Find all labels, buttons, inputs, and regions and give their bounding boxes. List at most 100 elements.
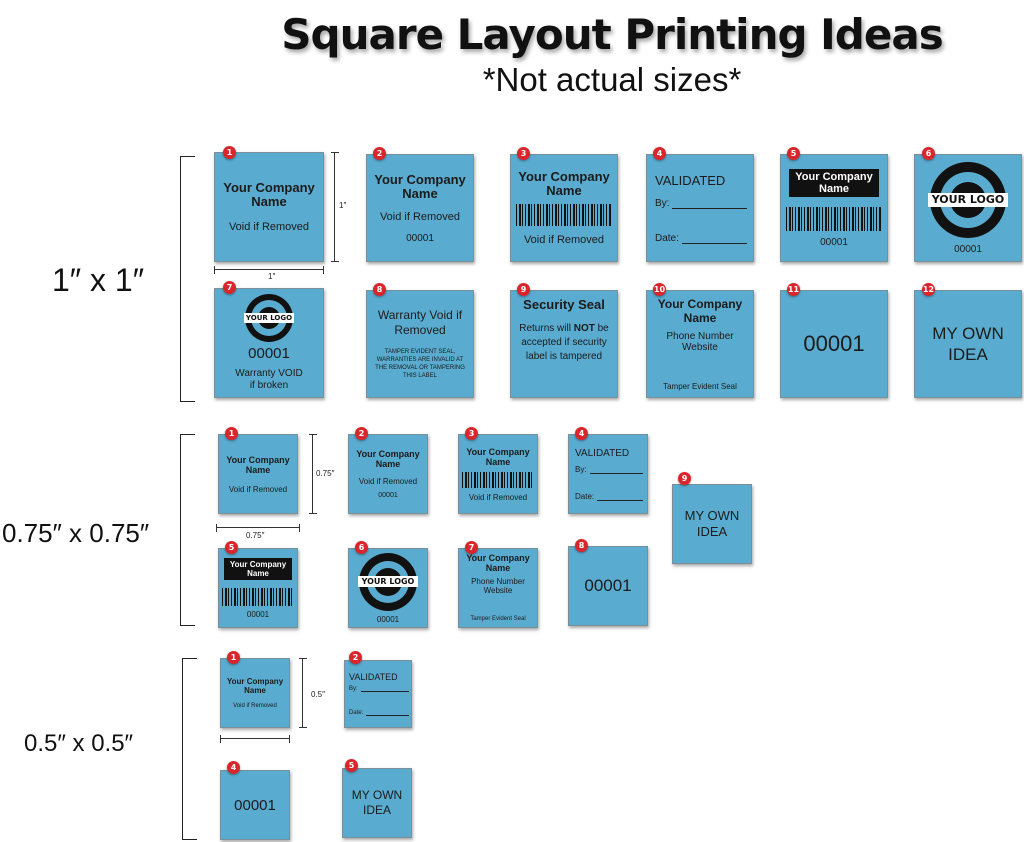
dimension-text: 0.75″	[316, 469, 335, 478]
fine-print: TAMPER EVIDENT SEAL, WARRANTIES ARE INVA…	[375, 349, 465, 379]
dimension-line-vertical	[331, 152, 339, 262]
page-subtitle: *Not actual sizes*	[482, 61, 742, 98]
section-bracket-05	[182, 658, 197, 840]
serial-number: 00001	[248, 345, 290, 362]
barcode	[516, 204, 612, 226]
serial-number: 00001	[954, 243, 982, 255]
number-badge: 7	[223, 281, 236, 294]
label-05-1: Your Company Name Void if Removed	[220, 658, 290, 728]
label-1in-3: Your Company Name Void if Removed	[510, 154, 618, 262]
by-field: By:	[655, 198, 747, 209]
label-1in-11: 00001	[780, 290, 888, 398]
date-label: Date:	[655, 232, 679, 244]
serial-number: 00001	[584, 576, 632, 595]
security-seal-title: Security Seal	[523, 297, 605, 312]
number-badge: 2	[355, 427, 368, 440]
date-label: Date:	[349, 710, 364, 716]
date-label: Date:	[575, 491, 595, 501]
tamper-text: Tamper Evident Seal	[470, 616, 526, 622]
own-idea-text: MY OWN IDEA	[351, 788, 403, 817]
company-name: Your Company Name	[374, 171, 466, 201]
void-text: Void if Removed	[379, 210, 461, 223]
dimension-line-vertical	[309, 434, 317, 514]
date-field: Date:	[349, 710, 409, 716]
dimension-text: 1″	[268, 272, 276, 281]
section-label-075: 0.75″ x 0.75″	[2, 518, 150, 548]
number-badge: 5	[225, 541, 238, 554]
label-1in-8: Warranty Void if Removed TAMPER EVIDENT …	[366, 290, 474, 398]
number-badge: 2	[349, 651, 362, 664]
by-label: By:	[575, 464, 587, 474]
phone-text: Phone Number	[666, 331, 734, 342]
serial-number: 00001	[406, 232, 434, 244]
company-name: Your Company Name	[518, 169, 610, 198]
dimension-line-horizontal	[216, 524, 300, 532]
number-badge: 9	[678, 472, 691, 485]
number-badge: 1	[225, 427, 238, 440]
number-badge: 11	[787, 283, 800, 296]
date-line	[681, 242, 747, 244]
date-line	[366, 715, 409, 716]
your-logo-icon: YOUR LOGO	[358, 552, 418, 611]
number-badge: 3	[517, 147, 530, 160]
by-line	[672, 207, 747, 209]
company-name: Your Company Name	[226, 677, 284, 695]
number-badge: 1	[227, 651, 240, 664]
by-field: By:	[575, 465, 643, 474]
section-bracket-1x1	[180, 156, 195, 402]
own-idea-text: MY OWN IDEA	[932, 324, 1004, 364]
serial-number: 00001	[378, 492, 398, 499]
label-1in-9: Security Seal Returns will NOT be accept…	[510, 290, 618, 398]
label-05-2: VALIDATED By: Date:	[344, 660, 412, 728]
label-075-7: Your Company Name Phone Number Website T…	[458, 548, 538, 628]
returns-text-2: be accepted if security label is tampere…	[521, 323, 609, 362]
label-1in-1: Your Company Name Void if Removed	[214, 152, 324, 262]
label-1in-4: VALIDATED By: Date:	[646, 154, 754, 262]
serial-number: 00001	[234, 796, 276, 814]
date-line	[597, 499, 643, 501]
section-label-1x1: 1″ x 1″	[52, 262, 145, 298]
label-075-9: MY OWN IDEA	[672, 484, 752, 564]
by-line	[589, 472, 643, 474]
section-label-05: 0.5″ x 0.5″	[24, 730, 134, 757]
validated-text: VALIDATED	[655, 172, 726, 188]
label-05-4: 00001	[220, 770, 290, 840]
logo-text: YOUR LOGO	[358, 575, 418, 587]
logo-text: YOUR LOGO	[244, 313, 294, 323]
by-field: By:	[349, 686, 409, 692]
number-badge: 7	[465, 541, 478, 554]
page-title: Square Layout Printing Ideas	[281, 10, 943, 59]
label-075-8: 00001	[568, 546, 648, 626]
website-text: Website	[483, 586, 513, 595]
dimension-text: 0.5″	[311, 690, 325, 699]
label-1in-7: YOUR LOGO 00001 Warranty VOID if broken	[214, 288, 324, 398]
label-1in-5: Your Company Name 00001	[780, 154, 888, 262]
company-name: Your Company Name	[657, 297, 743, 325]
date-field: Date:	[655, 233, 747, 244]
serial-number: 00001	[246, 609, 270, 619]
number-badge: 8	[373, 283, 386, 296]
number-badge: 1	[223, 146, 236, 159]
serial-number: 00001	[820, 236, 848, 248]
number-badge: 6	[355, 541, 368, 554]
number-badge: 4	[227, 761, 240, 774]
website-text: Website	[682, 342, 718, 353]
by-line	[360, 691, 409, 692]
returns-text: Returns will NOT be accepted if security…	[519, 322, 609, 364]
company-name: Your Company Name	[466, 446, 530, 467]
void-text: Void if Removed	[358, 477, 418, 486]
dimension-line-vertical	[299, 658, 307, 728]
your-logo-icon: YOUR LOGO	[928, 161, 1008, 238]
serial-number: 00001	[803, 331, 865, 356]
dimension-line-horizontal	[214, 266, 324, 274]
barcode	[222, 587, 294, 606]
label-075-2: Your Company Name Void if Removed 00001	[348, 434, 428, 514]
label-05-5: MY OWN IDEA	[342, 768, 412, 838]
label-1in-12: MY OWN IDEA	[914, 290, 1022, 398]
number-badge: 5	[787, 147, 800, 160]
number-badge: 8	[575, 539, 588, 552]
company-name: Your Company Name	[466, 553, 530, 573]
barcode	[786, 206, 882, 231]
validated-text: VALIDATED	[575, 447, 630, 459]
section-bracket-075	[180, 434, 195, 626]
